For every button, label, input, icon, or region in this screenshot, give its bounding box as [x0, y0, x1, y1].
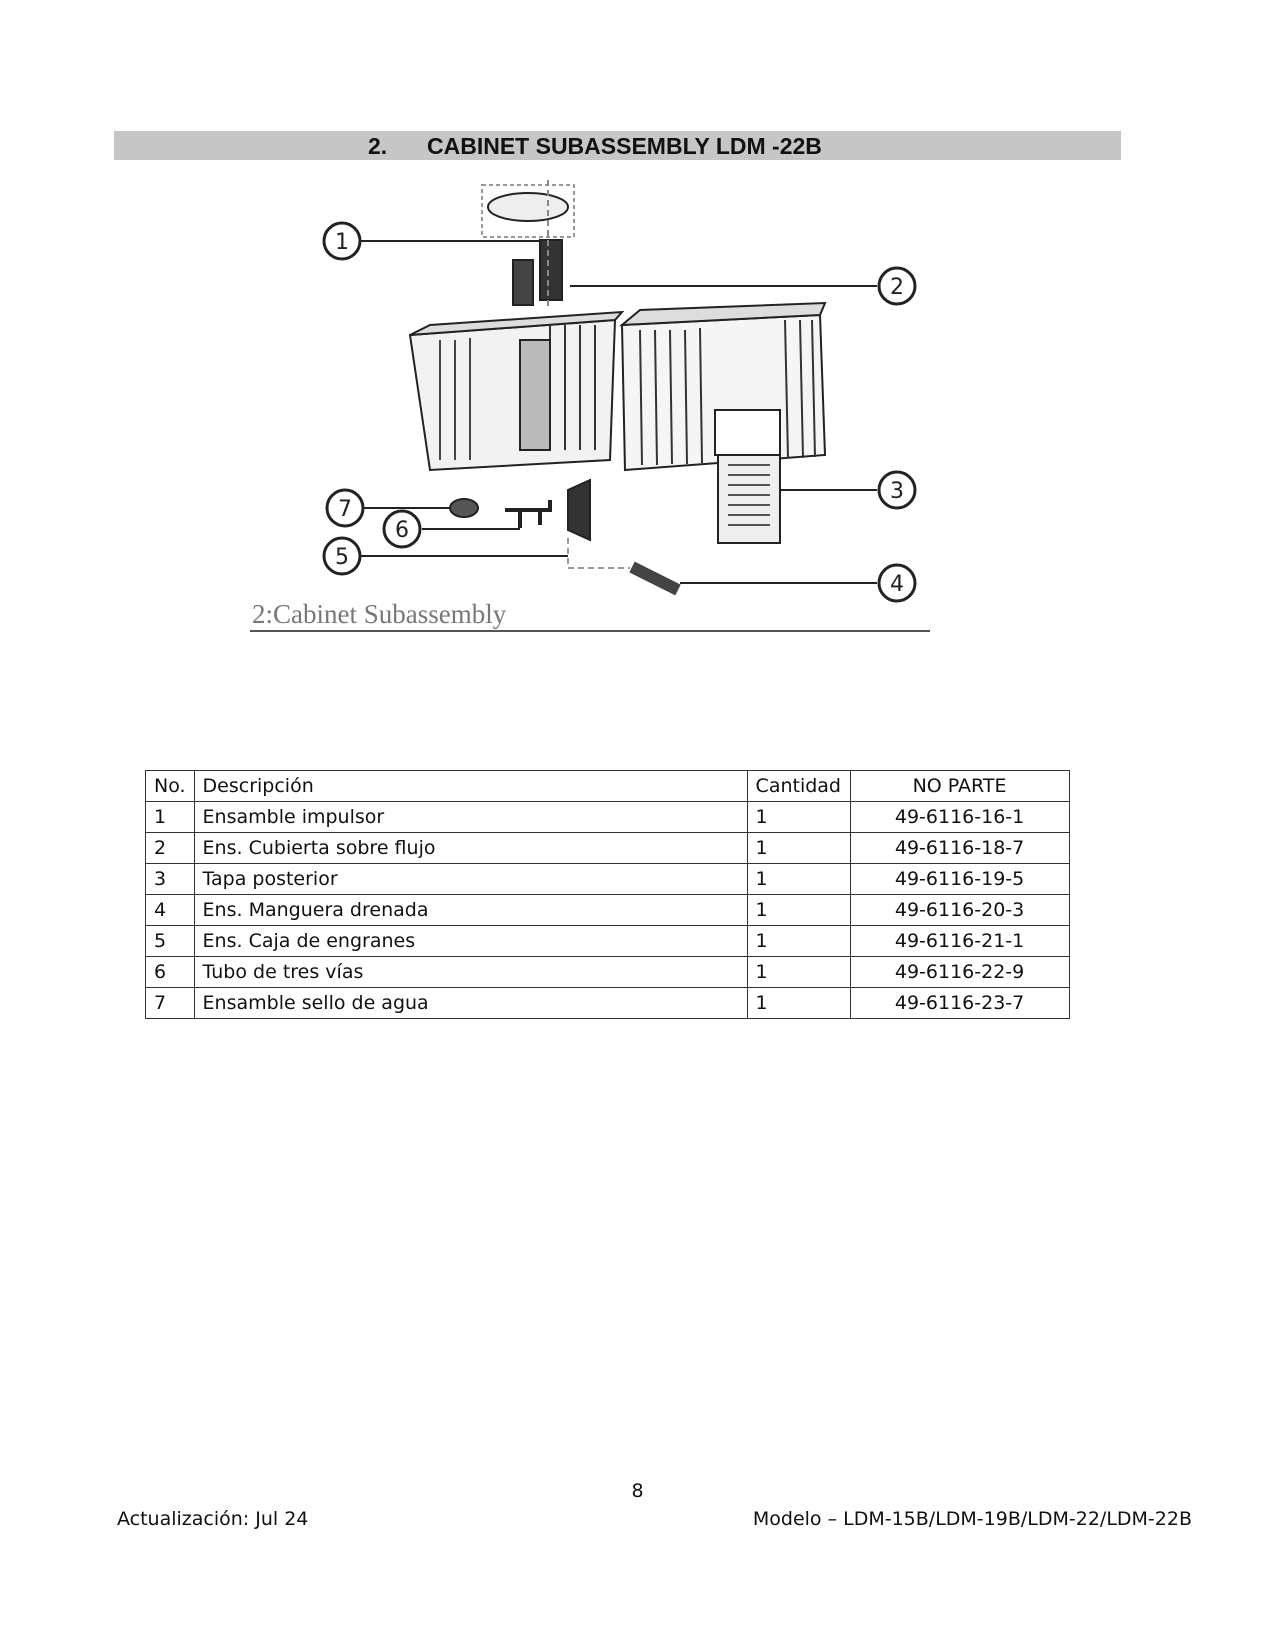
- impeller-disc-part: [487, 192, 569, 222]
- table-row: 5 Ens. Caja de engranes 1 49-6116-21-1: [145, 925, 1070, 957]
- callout-label-5: 5: [335, 545, 349, 570]
- section-title: CABINET SUBASSEMBLY LDM -22B: [427, 133, 822, 159]
- row-description: Ens. Cubierta sobre flujo: [193, 832, 748, 864]
- section-header: 2. CABINET SUBASSEMBLY LDM -22B: [114, 131, 1121, 160]
- callout-label-7: 7: [338, 497, 352, 522]
- header-quantity: Cantidad: [746, 770, 851, 802]
- callout-circle-6: [382, 509, 422, 549]
- callout-label-3: 3: [890, 479, 904, 504]
- header-part-number: NO PARTE: [849, 770, 1070, 802]
- impeller-shaft-part: [539, 239, 563, 301]
- rear-cover-part: [717, 454, 781, 544]
- row-part-number: 49-6116-18-7: [849, 832, 1070, 864]
- page-number: 8: [631, 1480, 644, 1502]
- row-part-number: 49-6116-21-1: [849, 925, 1070, 957]
- impeller-cap-part: [481, 184, 575, 238]
- table-row: 2 Ens. Cubierta sobre flujo 1 49-6116-18…: [145, 832, 1070, 864]
- section-number: 2.: [368, 133, 388, 159]
- diagram-caption: 2:Cabinet Subassembly: [252, 599, 507, 629]
- table-row: 7 Ensamble sello de agua 1 49-6116-23-7: [145, 987, 1070, 1019]
- cabinet-rear-opening: [714, 409, 781, 456]
- callout-label-4: 4: [890, 572, 904, 597]
- exploded-diagram-svg: 1 2 3 4 5 6 7 2:Cabinet Subassembly: [250, 180, 930, 632]
- parts-table: No. Descripción Cantidad NO PARTE 1 Ensa…: [145, 770, 1070, 1019]
- callout-label-1: 1: [335, 230, 349, 255]
- row-part-number: 49-6116-16-1: [849, 801, 1070, 833]
- row-part-number: 49-6116-22-9: [849, 956, 1070, 988]
- callout-circle-7: [325, 488, 365, 528]
- callout-circle-4: [877, 563, 917, 603]
- table-header-row: No. Descripción Cantidad NO PARTE: [145, 770, 1070, 802]
- drain-hose-part: [629, 561, 681, 596]
- row-no: 6: [145, 956, 195, 988]
- row-description: Tubo de tres vías: [193, 956, 748, 988]
- row-quantity: 1: [746, 894, 851, 926]
- row-no: 4: [145, 894, 195, 926]
- row-description: Tapa posterior: [193, 863, 748, 895]
- header-description: Descripción: [193, 770, 748, 802]
- callout-circle-5: [322, 536, 362, 576]
- row-description: Ensamble sello de agua: [193, 987, 748, 1019]
- tub-channel-part: [519, 339, 551, 451]
- exploded-diagram: 1 2 3 4 5 6 7 2:Cabinet Subassembly: [250, 180, 990, 670]
- row-quantity: 1: [746, 925, 851, 957]
- row-quantity: 1: [746, 801, 851, 833]
- row-quantity: 1: [746, 956, 851, 988]
- row-no: 2: [145, 832, 195, 864]
- water-seal-part: [449, 498, 479, 518]
- table-row: 3 Tapa posterior 1 49-6116-19-5: [145, 863, 1070, 895]
- row-part-number: 49-6116-19-5: [849, 863, 1070, 895]
- gearbox-part: [567, 478, 591, 542]
- footer-model: Modelo – LDM-15B/LDM-19B/LDM-22/LDM-22B: [752, 1508, 1192, 1530]
- callout-markers: [322, 221, 917, 603]
- row-no: 1: [145, 801, 195, 833]
- row-no: 5: [145, 925, 195, 957]
- table-row: 1 Ensamble impulsor 1 49-6116-16-1: [145, 801, 1070, 833]
- row-part-number: 49-6116-23-7: [849, 987, 1070, 1019]
- header-no: No.: [145, 770, 195, 802]
- row-no: 3: [145, 863, 195, 895]
- table-row: 6 Tubo de tres vías 1 49-6116-22-9: [145, 956, 1070, 988]
- row-description: Ensamble impulsor: [193, 801, 748, 833]
- table-row: 4 Ens. Manguera drenada 1 49-6116-20-3: [145, 894, 1070, 926]
- overflow-cover-part: [512, 259, 534, 306]
- row-quantity: 1: [746, 863, 851, 895]
- row-part-number: 49-6116-20-3: [849, 894, 1070, 926]
- three-way-tube-part: [505, 500, 552, 528]
- callout-label-2: 2: [890, 275, 904, 300]
- row-no: 7: [145, 987, 195, 1019]
- callout-label-6: 6: [395, 518, 409, 543]
- row-quantity: 1: [746, 987, 851, 1019]
- row-description: Ens. Caja de engranes: [193, 925, 748, 957]
- callout-circle-3: [877, 470, 917, 510]
- footer-update-date: Actualización: Jul 24: [117, 1508, 309, 1530]
- row-quantity: 1: [746, 832, 851, 864]
- row-description: Ens. Manguera drenada: [193, 894, 748, 926]
- callout-circle-1: [322, 221, 362, 261]
- callout-circle-2: [877, 266, 917, 306]
